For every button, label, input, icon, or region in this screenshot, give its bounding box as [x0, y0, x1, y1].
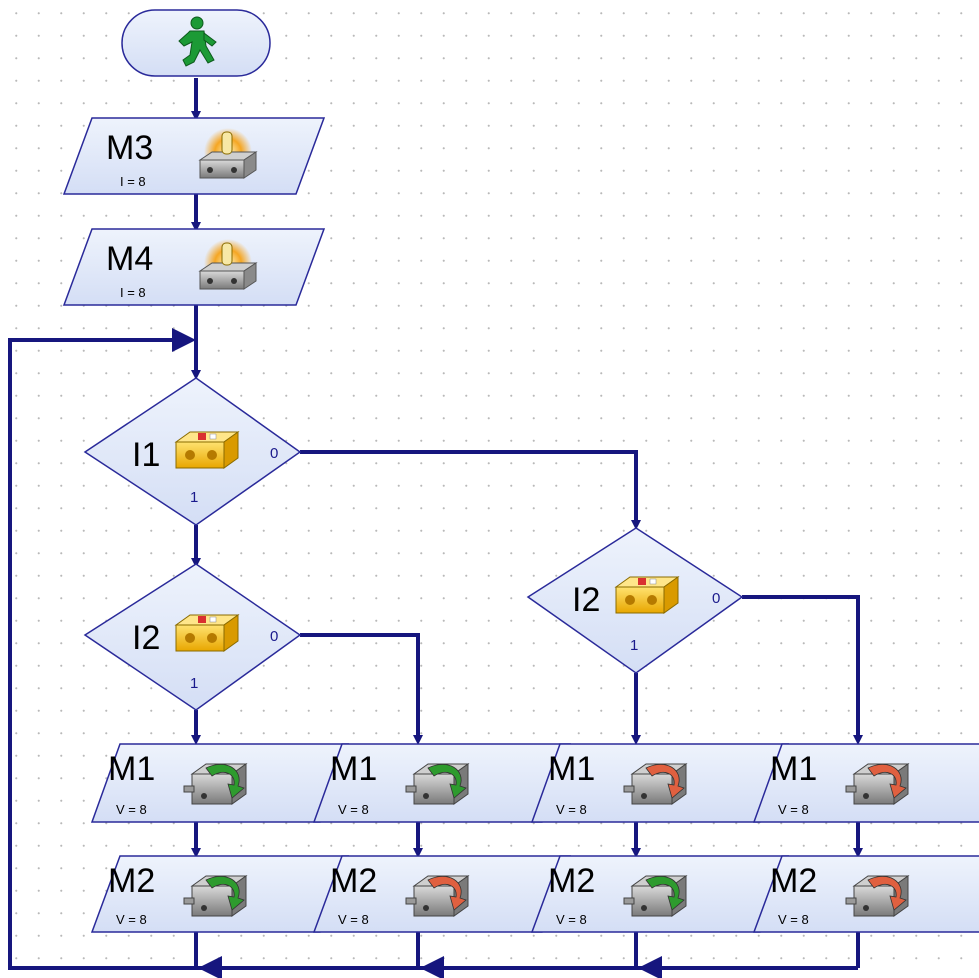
motor-speed-label: V = 8 — [338, 802, 369, 817]
branch-yes-label: 1 — [190, 675, 198, 692]
rotate-right-arrow-icon — [867, 763, 907, 799]
motor-block-m1[interactable]: M1 V = 8 — [312, 743, 572, 823]
motor-icon — [845, 875, 909, 917]
lamp-output-label: M4 — [106, 240, 153, 278]
lamp-intensity-label: I = 8 — [120, 285, 146, 300]
branch-block-i2-left[interactable]: I2 0 1 — [83, 563, 302, 711]
motor-block-m2[interactable]: M2 V = 8 — [530, 855, 790, 933]
rotate-left-arrow-icon — [205, 763, 245, 799]
rotate-left-arrow-icon — [645, 875, 685, 911]
branch-block-i1[interactable]: I1 0 1 — [83, 377, 302, 526]
motor-block-m2[interactable]: M2 V = 8 — [752, 855, 979, 933]
branch-no-label: 0 — [270, 628, 278, 645]
motor-output-label: M1 — [770, 750, 817, 788]
motor-icon — [845, 763, 909, 805]
branch-no-label: 0 — [712, 590, 720, 607]
branch-no-label: 0 — [270, 445, 278, 462]
motor-output-label: M2 — [548, 862, 595, 900]
lamp-block-m4[interactable]: M4 I = 8 — [62, 228, 326, 306]
motor-speed-label: V = 8 — [556, 802, 587, 817]
motor-output-label: M2 — [330, 862, 377, 900]
motor-output-label: M2 — [108, 862, 155, 900]
rotate-left-arrow-icon — [427, 763, 467, 799]
branch-block-i2-right[interactable]: I2 0 1 — [526, 527, 744, 674]
branch-input-label: I1 — [132, 436, 160, 474]
lamp-intensity-label: I = 8 — [120, 174, 146, 189]
motor-icon — [405, 875, 469, 917]
green-walking-man-icon — [178, 16, 217, 67]
motor-output-label: M2 — [770, 862, 817, 900]
start-block[interactable] — [121, 9, 271, 77]
motor-block-m1[interactable]: M1 V = 8 — [90, 743, 350, 823]
motor-speed-label: V = 8 — [778, 912, 809, 927]
connectors — [8, 78, 863, 970]
motor-output-label: M1 — [108, 750, 155, 788]
motor-speed-label: V = 8 — [778, 802, 809, 817]
branch-yes-label: 1 — [190, 489, 198, 506]
motor-icon — [623, 763, 687, 805]
motor-icon — [623, 875, 687, 917]
branch-input-label: I2 — [572, 581, 600, 619]
branch-input-label: I2 — [132, 619, 160, 657]
motor-block-m2[interactable]: M2 V = 8 — [90, 855, 350, 933]
lamp-block-m3[interactable]: M3 I = 8 — [62, 117, 326, 195]
motor-block-m2[interactable]: M2 V = 8 — [312, 855, 572, 933]
motor-icon — [183, 763, 247, 805]
rotate-left-arrow-icon — [205, 875, 245, 911]
motor-block-m1[interactable]: M1 V = 8 — [752, 743, 979, 823]
pushbutton-switch-icon — [615, 576, 679, 614]
rotate-right-arrow-icon — [645, 763, 685, 799]
motor-output-label: M1 — [548, 750, 595, 788]
pushbutton-switch-icon — [175, 614, 239, 652]
lamp-output-label: M3 — [106, 129, 153, 167]
motor-speed-label: V = 8 — [116, 912, 147, 927]
rotate-right-arrow-icon — [427, 875, 467, 911]
pushbutton-switch-icon — [175, 431, 239, 469]
motor-speed-label: V = 8 — [338, 912, 369, 927]
motor-icon — [405, 763, 469, 805]
motor-speed-label: V = 8 — [556, 912, 587, 927]
branch-yes-label: 1 — [630, 637, 638, 654]
rotate-right-arrow-icon — [867, 875, 907, 911]
motor-output-label: M1 — [330, 750, 377, 788]
motor-icon — [183, 875, 247, 917]
motor-speed-label: V = 8 — [116, 802, 147, 817]
motor-block-m1[interactable]: M1 V = 8 — [530, 743, 790, 823]
return-arrows — [172, 328, 662, 978]
